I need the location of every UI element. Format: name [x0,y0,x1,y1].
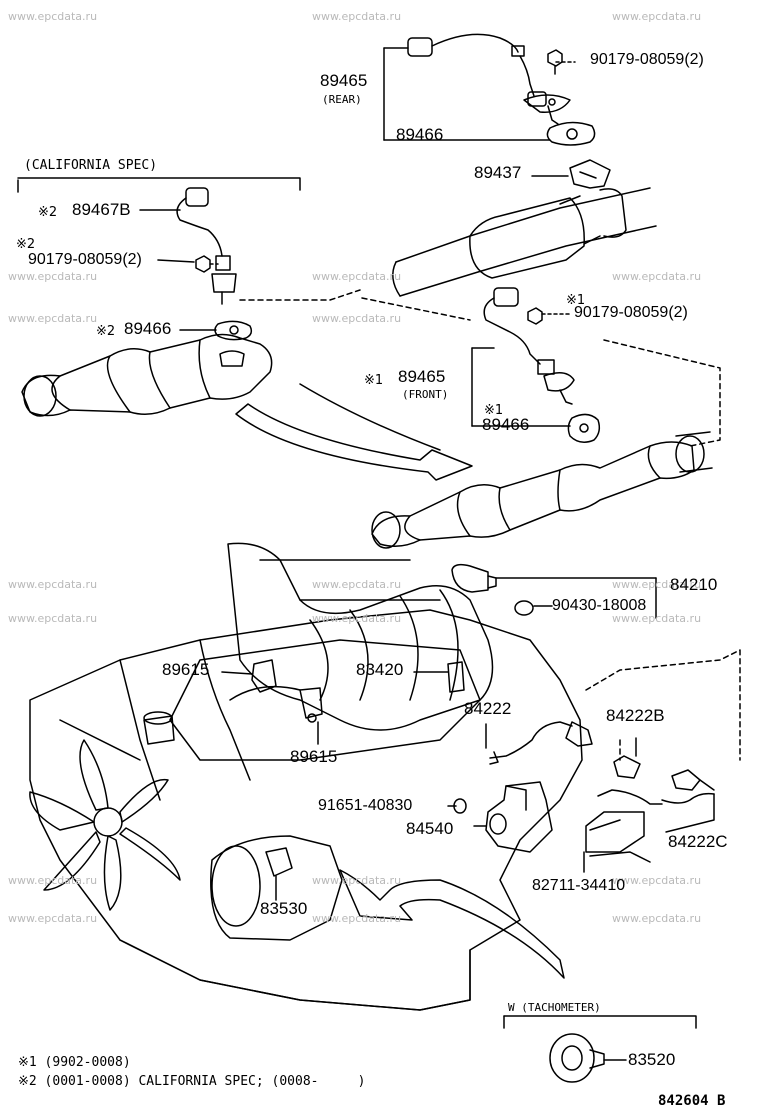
front-sensor-drawing [483,287,575,405]
part-label-82711: 82711-34410 [532,877,626,894]
part-label-89466-front: 89466 [482,415,530,434]
part-label-84222C: 84222C [668,832,728,851]
marker-1: ※1 [566,293,586,308]
part-label-89467B: 89467B [72,200,131,219]
footnote-1: ※1 (9902-0008) [18,1055,131,1070]
watermark: www.epcdata.ru [312,874,402,887]
rear-label: (REAR) [322,93,362,106]
part-label-89465-front: 89465 [398,367,446,386]
part-label-90179-right: 90179-08059(2) [574,304,688,321]
part-label-89437: 89437 [474,163,522,182]
tachometer-sensor-drawing [549,1033,627,1083]
footnote-2: ※2 (0001-0008) CALIFORNIA SPEC; (0008- ) [18,1074,366,1089]
marker-1: ※1 [484,403,504,418]
part-label-90179-top: 90179-08059(2) [590,51,704,68]
watermark: www.epcdata.ru [8,270,98,283]
watermark: www.epcdata.ru [312,912,402,925]
oil-pressure-switch-drawing [451,563,497,593]
o-ring-drawing [514,600,534,616]
part-label-83530: 83530 [260,899,308,918]
watermark: www.epcdata.ru [8,912,98,925]
watermark: www.epcdata.ru [312,10,402,23]
watermark: www.epcdata.ru [612,874,702,887]
engine-block-drawing [29,542,583,1011]
watermark: www.epcdata.ru [612,612,702,625]
watermark: www.epcdata.ru [312,612,402,625]
right-exhaust-manifold-drawing [371,431,713,549]
watermark: www.epcdata.ru [312,270,402,283]
rear-oxygen-sensor-drawing [407,33,571,125]
watermark: www.epcdata.ru [312,312,402,325]
part-label-89615-a: 89615 [162,660,210,679]
tachometer-header: W (TACHOMETER) [508,1001,601,1014]
part-label-84222: 84222 [464,699,512,718]
part-label-89465-rear: 89465 [320,71,368,90]
california-spec-header: (CALIFORNIA SPEC) [24,158,158,173]
part-label-90179-left: 90179-08059(2) [28,251,142,268]
part-label-90430: 90430-18008 [552,597,647,614]
part-label-83420: 83420 [356,660,404,679]
direction-arrow-top [235,403,473,481]
watermark: www.epcdata.ru [8,612,98,625]
marker-2: ※2 [38,205,58,220]
part-label-84540: 84540 [406,819,454,838]
left-exhaust-manifold-drawing [21,333,273,417]
part-label-89466-top: 89466 [396,125,444,144]
bolt-drawing [547,49,563,75]
exhaust-pipe-drawing [392,187,657,297]
part-label-84222B: 84222B [606,706,665,725]
watermark: www.epcdata.ru [612,10,702,23]
watermark: www.epcdata.ru [8,578,98,591]
part-label-83520: 83520 [628,1050,676,1069]
watermark: www.epcdata.ru [8,312,98,325]
watermark: www.epcdata.ru [612,578,702,591]
figure-code: 842604 B [658,1093,726,1109]
marker-1: ※1 [364,373,384,388]
part-label-89615-b: 89615 [290,747,338,766]
watermark: www.epcdata.ru [8,874,98,887]
watermark: www.epcdata.ru [312,578,402,591]
california-sensor-drawing [176,187,237,305]
marker-2: ※2 [96,324,116,339]
watermark: www.epcdata.ru [612,912,702,925]
part-label-89466-left: 89466 [124,319,172,338]
front-label: (FRONT) [402,388,449,401]
watermark: www.epcdata.ru [8,10,98,23]
marker-2: ※2 [16,237,36,252]
watermark: www.epcdata.ru [612,270,702,283]
part-label-91651: 91651-40830 [318,797,413,814]
direction-arrow-bottom [339,869,565,979]
part-label-84210: 84210 [670,575,718,594]
